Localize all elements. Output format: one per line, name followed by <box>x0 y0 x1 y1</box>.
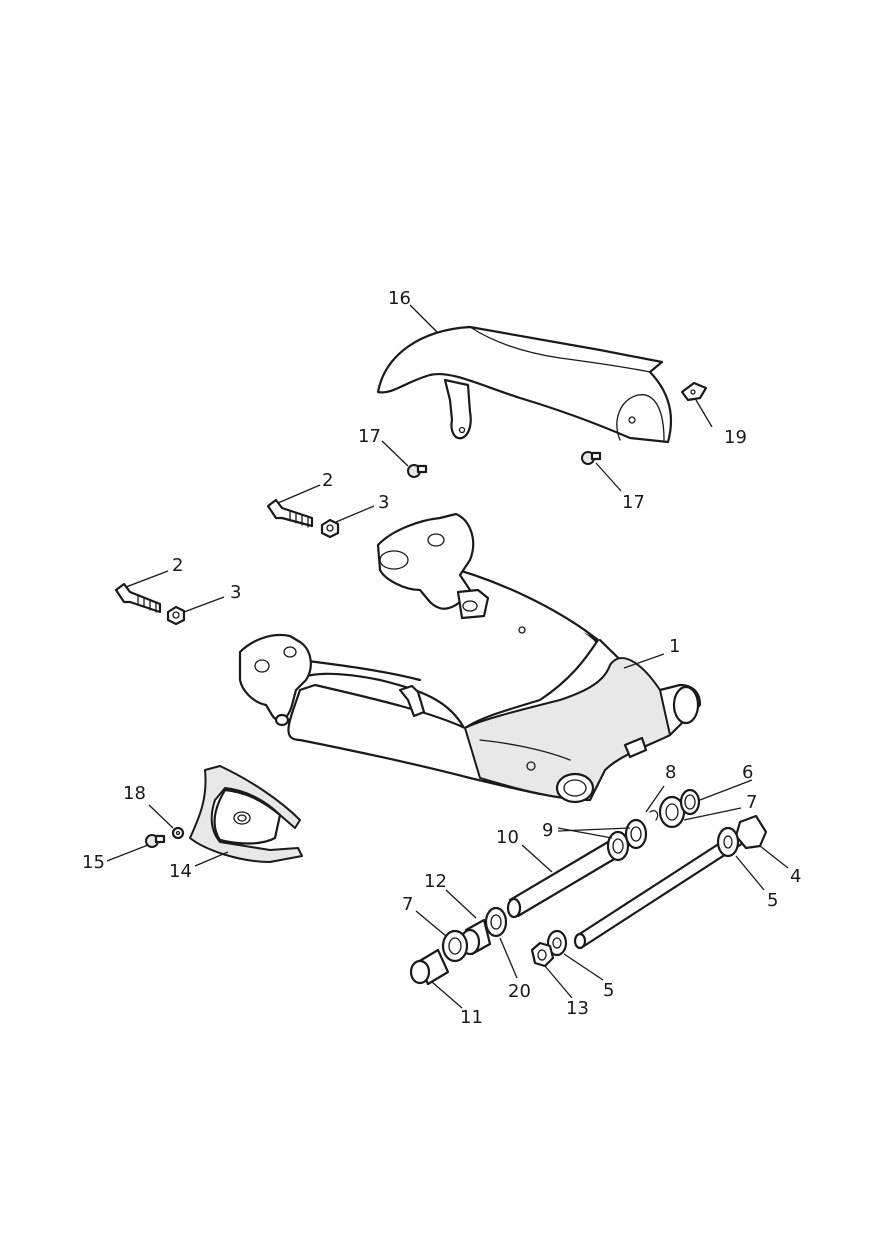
bolt-part-lower <box>114 582 162 614</box>
callout-20: 20 <box>508 981 531 1002</box>
bearing-part-9b <box>624 818 648 850</box>
callout-10: 10 <box>496 827 519 848</box>
callout-5-lower: 5 <box>603 980 614 1001</box>
callout-3-upper: 3 <box>378 492 389 513</box>
sleeve-part-11 <box>409 948 450 986</box>
chain-slider-part <box>189 765 303 863</box>
chain-guard-part <box>376 325 672 444</box>
seal-part-20 <box>484 906 508 938</box>
callout-5-right: 5 <box>767 890 778 911</box>
nut-part-upper <box>320 518 340 539</box>
callout-17-left: 17 <box>358 426 381 447</box>
callout-15: 15 <box>82 852 105 873</box>
callout-16: 16 <box>388 288 411 309</box>
callout-3-lower: 3 <box>230 582 241 603</box>
callout-labels: 16 19 17 17 2 3 2 3 1 18 15 14 8 6 7 9 1… <box>82 288 801 1028</box>
washer-part-5 <box>546 929 568 957</box>
bearing-part-9a <box>606 830 630 862</box>
callout-2-upper: 2 <box>322 470 333 491</box>
callout-12: 12 <box>424 871 447 892</box>
swingarm-part <box>238 512 702 804</box>
cap-part-6 <box>679 788 701 816</box>
seal-part-7b <box>441 929 469 963</box>
bearing-part-12 <box>459 918 492 956</box>
nut-part-lower <box>166 605 186 626</box>
callout-11: 11 <box>460 1007 483 1028</box>
bolt-part-upper <box>266 498 314 528</box>
callout-9: 9 <box>542 820 553 841</box>
screw-part-small <box>145 834 166 848</box>
pivot-spindle-part <box>573 814 768 950</box>
screw-part-left <box>407 464 428 478</box>
callout-19: 19 <box>724 427 747 448</box>
callout-7-left: 7 <box>402 894 413 915</box>
circlip-part-8 <box>649 810 659 821</box>
callout-2-lower: 2 <box>172 555 183 576</box>
callout-13: 13 <box>566 998 589 1019</box>
callout-1: 1 <box>669 636 680 657</box>
callout-4: 4 <box>790 866 801 887</box>
callout-6: 6 <box>742 762 753 783</box>
callout-14: 14 <box>169 861 192 882</box>
leader-lines <box>106 304 789 1009</box>
callout-17-right: 17 <box>622 492 645 513</box>
nut-part-13 <box>530 941 555 968</box>
clip-part <box>680 381 708 402</box>
washer-part-small <box>171 826 185 840</box>
callout-8: 8 <box>665 762 676 783</box>
screw-part-right <box>581 451 602 465</box>
callout-7-right: 7 <box>746 792 757 813</box>
callout-18: 18 <box>123 783 146 804</box>
spacer-tube-part <box>506 840 618 919</box>
